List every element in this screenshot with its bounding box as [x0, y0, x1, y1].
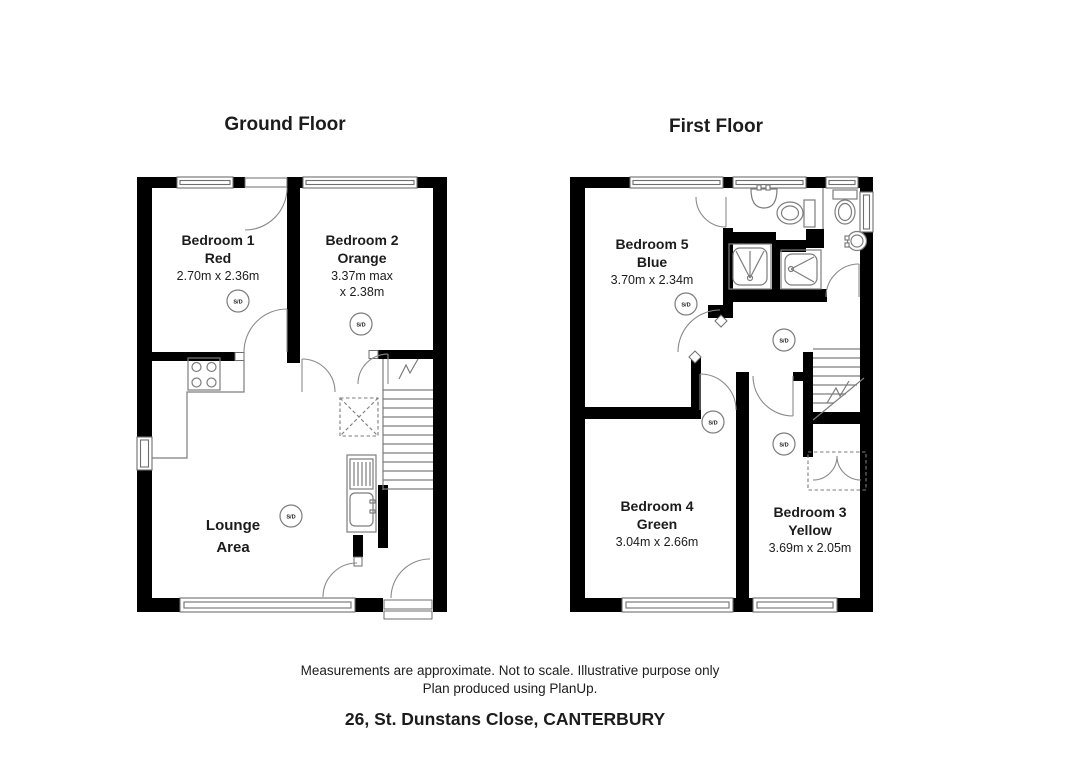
svg-text:S/D: S/D [286, 515, 295, 521]
shower-tray-icon [728, 243, 772, 290]
svg-text:3.69m x 2.05m: 3.69m x 2.05m [769, 541, 852, 555]
smoke-detector-symbol: S/D [226, 289, 250, 313]
svg-text:Lounge: Lounge [206, 517, 260, 534]
ground-floor-plan: Ground Floor [136, 114, 447, 620]
toilet-icon [832, 189, 858, 225]
svg-text:2.70m x 2.36m: 2.70m x 2.36m [177, 269, 260, 283]
kitchen-hob-icon [187, 357, 221, 391]
bedroom2-label: Bedroom 2 Orange 3.37m max x 2.38m [325, 232, 398, 299]
stairs [382, 358, 433, 490]
svg-text:3.37m max: 3.37m max [331, 269, 394, 283]
wash-basin-icon [844, 230, 868, 252]
window [136, 436, 153, 471]
window [825, 176, 859, 189]
svg-text:3.70m x 2.34m: 3.70m x 2.34m [611, 273, 694, 287]
ground-floor-doors [234, 177, 433, 620]
first-floor-windows [621, 176, 874, 613]
svg-text:Bedroom 4: Bedroom 4 [620, 498, 693, 514]
svg-text:Orange: Orange [337, 250, 386, 266]
bedroom4-label: Bedroom 4 Green 3.04m x 2.66m [616, 498, 699, 549]
first-floor-walls [570, 177, 873, 612]
bedroom1-label: Bedroom 1 Red 2.70m x 2.36m [177, 232, 260, 283]
bedroom3-door [752, 375, 794, 417]
smoke-detector-symbol: S/D [349, 312, 373, 336]
svg-text:Bedroom 5: Bedroom 5 [615, 236, 688, 252]
wash-basin-icon [750, 184, 778, 209]
ground-floor-walls [137, 177, 447, 612]
stairs [812, 348, 865, 421]
stairs-arrow-icon [398, 358, 419, 380]
window [621, 597, 734, 613]
window [179, 597, 356, 613]
stairs-arrow-icon [826, 380, 850, 404]
svg-text:x 2.38m: x 2.38m [340, 285, 384, 299]
svg-text:S/D: S/D [708, 421, 717, 427]
front-door [244, 177, 288, 231]
svg-text:Blue: Blue [637, 254, 668, 270]
rear-entrance-door [383, 558, 433, 620]
svg-text:Area: Area [216, 539, 250, 556]
bedroom1-door [234, 308, 288, 361]
bedroom2-door [357, 350, 389, 385]
smoke-detector-symbol: S/D [701, 410, 725, 434]
svg-text:Red: Red [205, 250, 231, 266]
window [176, 176, 234, 189]
smoke-detector-symbol: S/D [279, 504, 303, 528]
window [859, 191, 874, 233]
bedroom4-door [699, 373, 737, 411]
bedroom5-door [677, 309, 728, 364]
svg-text:S/D: S/D [779, 339, 788, 345]
smoke-detector-symbol: S/D [772, 328, 796, 352]
toilet-icon [776, 199, 816, 228]
first-floor-title: First Floor [669, 116, 764, 137]
footer: Measurements are approximate. Not to sca… [301, 663, 720, 729]
storage-cupboard-icon [339, 397, 379, 437]
svg-text:S/D: S/D [233, 300, 242, 306]
shower-tray-icon [780, 249, 822, 290]
bedroom3-label: Bedroom 3 Yellow 3.69m x 2.05m [769, 504, 852, 555]
ensuite-door [695, 196, 727, 228]
kitchen-counter [152, 361, 245, 459]
lounge-label: Lounge Area [206, 517, 260, 556]
svg-text:Yellow: Yellow [788, 522, 832, 538]
hallway-door [301, 358, 336, 393]
ground-floor-windows [136, 176, 418, 613]
svg-text:S/D: S/D [779, 443, 788, 449]
sink-unit-icon [346, 454, 377, 533]
window [302, 176, 418, 189]
svg-text:Bedroom 1: Bedroom 1 [181, 232, 254, 248]
lounge-door [322, 556, 363, 598]
window [752, 597, 838, 613]
disclaimer-line1: Measurements are approximate. Not to sca… [301, 663, 720, 678]
smoke-detector-symbol: S/D [674, 292, 698, 316]
svg-text:Green: Green [637, 516, 677, 532]
disclaimer-line2: Plan produced using PlanUp. [423, 681, 598, 696]
property-address: 26, St. Dunstans Close, CANTERBURY [345, 709, 666, 729]
svg-text:S/D: S/D [356, 323, 365, 329]
window [629, 176, 724, 189]
bedroom5-label: Bedroom 5 Blue 3.70m x 2.34m [611, 236, 694, 287]
first-floor-doors [677, 196, 860, 417]
ground-floor-title: Ground Floor [224, 114, 346, 135]
shower-room-door [825, 263, 860, 298]
svg-text:Bedroom 2: Bedroom 2 [325, 232, 398, 248]
smoke-detector-symbol: S/D [772, 432, 796, 456]
svg-text:3.04m x 2.66m: 3.04m x 2.66m [616, 535, 699, 549]
svg-text:S/D: S/D [681, 303, 690, 309]
svg-text:Bedroom 3: Bedroom 3 [773, 504, 846, 520]
first-floor-plan: First Floor [570, 116, 874, 613]
built-in-wardrobe [807, 451, 867, 491]
